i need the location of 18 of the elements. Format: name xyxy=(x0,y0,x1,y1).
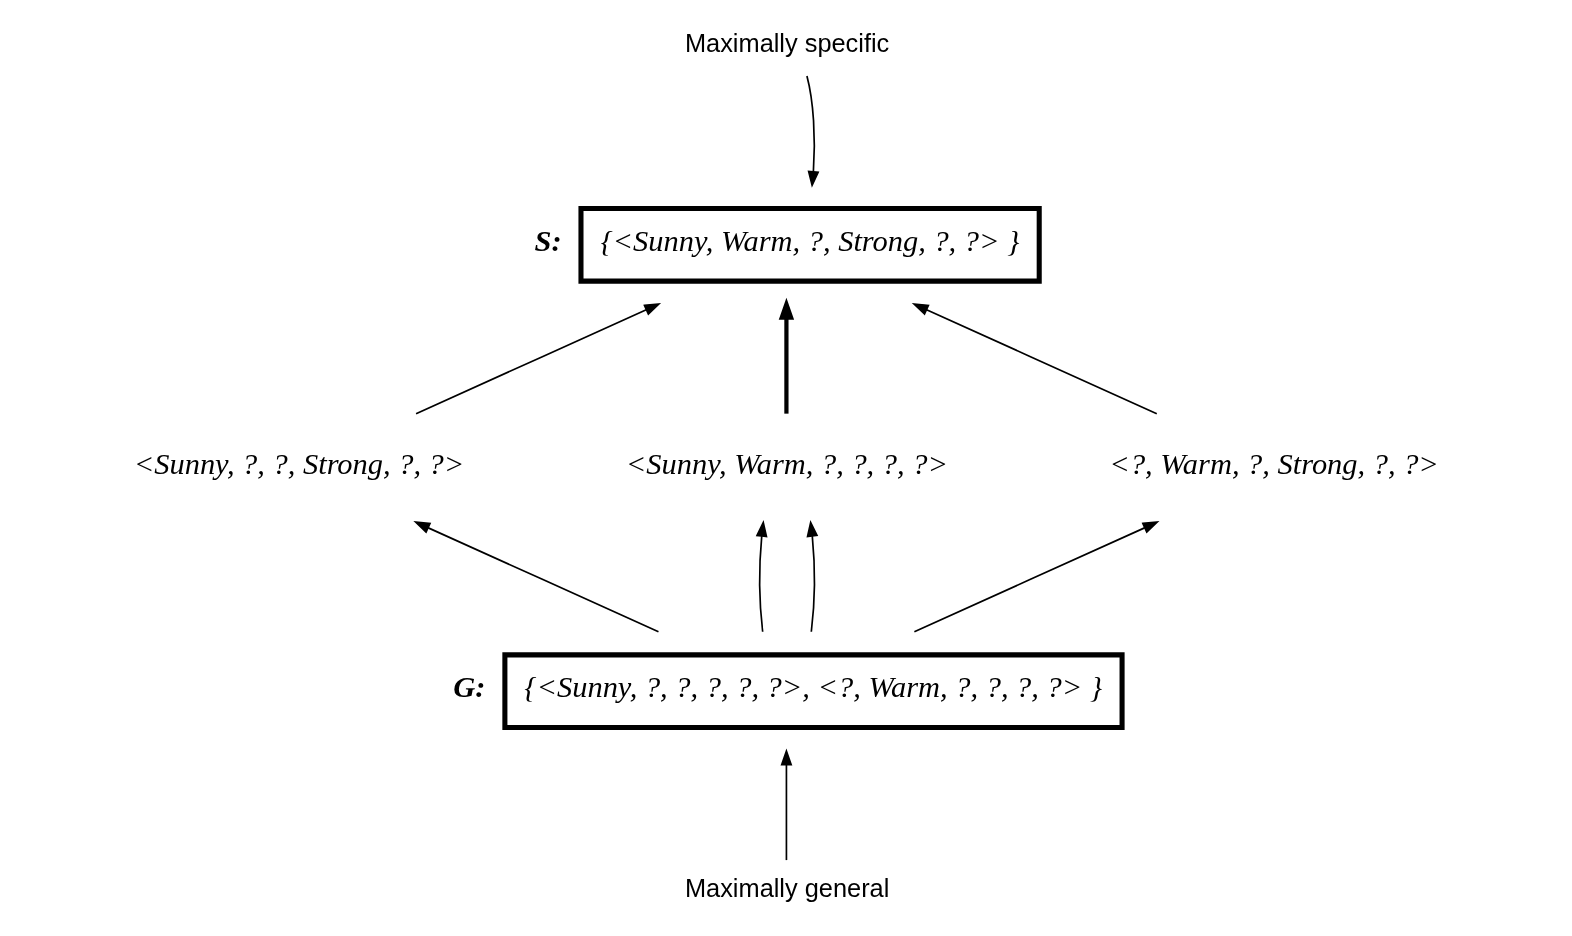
arrow xyxy=(413,521,660,633)
arrow xyxy=(780,748,793,861)
node-text: <Sunny, ?, ?, Strong, ?, ?> xyxy=(133,446,465,481)
arrow xyxy=(806,75,820,188)
arrow xyxy=(911,303,1158,415)
arrow xyxy=(913,521,1160,633)
node-text: Maximally general xyxy=(684,874,890,903)
arrow xyxy=(755,520,768,633)
node-box: {<Sunny, ?, ?, ?, ?, ?>, <?, Warm, ?, ?, ?, ?> } xyxy=(502,652,1125,731)
arrow xyxy=(415,303,662,415)
node-text: <Sunny, Warm, ?, ?, ?, ?> xyxy=(625,446,948,481)
node-label: G: xyxy=(453,669,486,704)
arrow xyxy=(806,520,819,633)
node-text: <?, Warm, ?, Strong, ?, ?> xyxy=(1109,446,1439,481)
arrow xyxy=(778,297,795,414)
node-box: {<Sunny, Warm, ?, Strong, ?, ?> } xyxy=(578,205,1042,284)
node-label: S: xyxy=(534,223,562,258)
node-text: Maximally specific xyxy=(684,29,890,58)
